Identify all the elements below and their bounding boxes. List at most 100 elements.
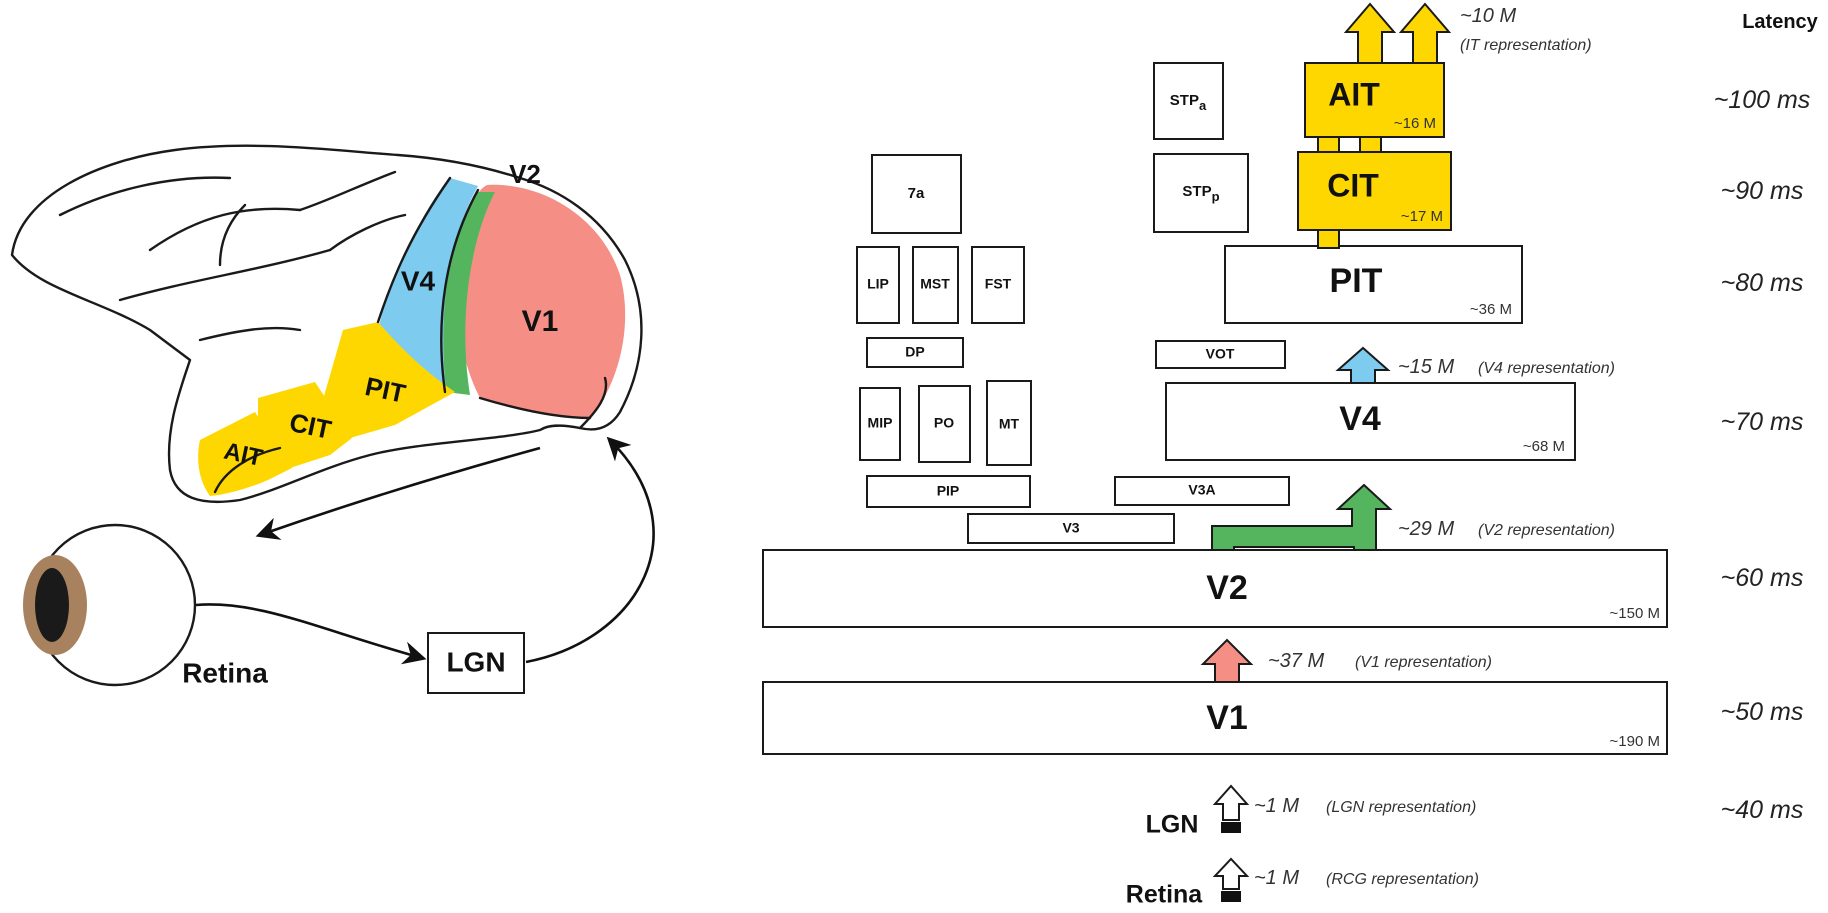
cit-box: [1297, 151, 1452, 231]
area-stpp-label: STPp: [1182, 183, 1219, 204]
area-po-box: [918, 385, 971, 463]
brain-outline: [10, 144, 643, 504]
brain-label-v1: V1: [522, 305, 559, 338]
lgn-box: [427, 632, 525, 694]
it-output-arrow-right: [1398, 2, 1452, 64]
v4-neuron-count: ~68 M: [1523, 438, 1565, 455]
v4-representation-count: ~15 M: [1398, 356, 1454, 378]
area-po-label: PO: [934, 415, 954, 431]
area-v3a-label: V3A: [1188, 482, 1215, 498]
v1-up-arrow: [1200, 638, 1254, 683]
eye-illustration: [23, 523, 197, 687]
brain-sulcus: [118, 248, 332, 302]
v1-representation-label: (V1 representation): [1355, 654, 1492, 671]
area-mt-label: MT: [999, 416, 1020, 432]
area-v3a-box: [1114, 476, 1290, 506]
brain-sulcus: [148, 207, 302, 252]
pit-neuron-count: ~36 M: [1470, 301, 1512, 318]
it-to-eye-arrow: [255, 446, 541, 540]
side-areas: STPa STPp 7a LIP MST FST DP VOT MIP PO M…: [856, 62, 1290, 544]
area-7a-label: 7a: [908, 185, 925, 202]
latency-100ms: ~100 ms: [1714, 86, 1811, 114]
v4-band: [1165, 382, 1576, 461]
area-stpa-label: STPa: [1170, 92, 1207, 113]
latency-50ms: ~50 ms: [1721, 698, 1804, 726]
retina-label: Retina: [182, 657, 268, 688]
pit-band: [1224, 245, 1523, 324]
latency-90ms: ~90 ms: [1721, 177, 1804, 205]
retina-stage-label: Retina: [1126, 881, 1204, 909]
area-dp-label: DP: [905, 344, 924, 360]
area-mip-label: MIP: [868, 415, 893, 431]
area-lip-label: LIP: [867, 276, 889, 292]
area-stpa-box: [1153, 62, 1224, 140]
area-pip-label: PIP: [937, 483, 960, 499]
lgn-box-label: LGN: [446, 646, 505, 677]
brain-sulcus: [376, 176, 452, 324]
brain-sulcus: [478, 396, 592, 420]
latency-70ms: ~70 ms: [1721, 408, 1804, 436]
v1-band: [762, 681, 1668, 755]
v2-representation-count: ~29 M: [1398, 518, 1454, 540]
brain-region-v2: [442, 192, 495, 395]
ait-box-label: AIT: [1328, 76, 1380, 112]
retina-representation-count: ~1 M: [1254, 867, 1299, 889]
ventral-stream-hierarchy: STPa STPp 7a LIP MST FST DP VOT MIP PO M…: [762, 2, 1819, 909]
area-7a-box: [871, 154, 962, 234]
area-fst-label: FST: [985, 276, 1012, 292]
latency-column: Latency ~100 ms ~90 ms ~80 ms ~70 ms ~60…: [1714, 11, 1819, 824]
lgn-stage-label: LGN: [1146, 811, 1199, 839]
area-mst-box: [912, 246, 959, 324]
area-stpp-box: [1153, 153, 1249, 233]
v2-neuron-count: ~150 M: [1610, 605, 1660, 622]
area-vot-label: VOT: [1206, 346, 1235, 362]
brain-sulcus: [440, 188, 480, 394]
area-mst-label: MST: [920, 276, 950, 292]
area-lip-box: [856, 246, 900, 324]
v2-to-v4-arrow: [1211, 483, 1393, 551]
brain-illustration: V1 V2 V4 PIT CIT AIT Retina LGN: [10, 144, 655, 694]
it-representation-label: (IT representation): [1460, 37, 1592, 54]
brain-region-ait: [198, 412, 292, 496]
representation-annotations: ~10 M (IT representation) ~15 M (V4 repr…: [1254, 5, 1615, 889]
brain-sulcus: [58, 176, 232, 217]
brain-label-v4: V4: [401, 265, 436, 296]
v2-band-label: V2: [1206, 569, 1248, 607]
brain-sulcus: [213, 446, 282, 494]
v2-representation-label: (V2 representation): [1478, 522, 1615, 539]
area-v3-box: [967, 513, 1175, 544]
ait-neuron-count: ~16 M: [1394, 115, 1436, 132]
ait-box: [1304, 62, 1445, 138]
v1-band-label: V1: [1206, 699, 1248, 737]
cit-box-label: CIT: [1327, 167, 1379, 203]
pupil-shape: [35, 568, 69, 642]
area-pip-box: [866, 475, 1031, 508]
area-v3-label: V3: [1062, 520, 1079, 536]
brain-region-v4: [378, 178, 478, 390]
latency-header: Latency: [1742, 11, 1818, 33]
area-dp-box: [866, 337, 964, 368]
brain-region-cit: [258, 382, 352, 468]
v4-representation-label: (V4 representation): [1478, 360, 1615, 377]
area-mip-box: [859, 387, 901, 461]
v1-representation-count: ~37 M: [1268, 650, 1324, 672]
lgn-node: [1221, 822, 1241, 833]
brain-region-v1: [456, 184, 626, 418]
latency-80ms: ~80 ms: [1721, 269, 1804, 297]
lgn-representation-count: ~1 M: [1254, 795, 1299, 817]
pit-band-label: PIT: [1330, 262, 1383, 300]
brain-label-v2: V2: [509, 159, 541, 189]
brain-sulcus: [578, 376, 608, 430]
retina-representation-label: (RCG representation): [1326, 871, 1479, 888]
brain-region-pit: [320, 322, 455, 438]
area-mt-box: [986, 380, 1032, 466]
latency-60ms: ~60 ms: [1721, 564, 1804, 592]
v4-up-arrow: [1335, 346, 1391, 384]
retina-node: [1221, 891, 1241, 902]
retina-to-lgn-arrow: [195, 603, 427, 665]
brain-sulcus: [218, 203, 247, 267]
brain-sulcus: [328, 213, 407, 252]
retina-up-arrow: [1212, 857, 1250, 890]
v1-neuron-count: ~190 M: [1610, 733, 1660, 750]
